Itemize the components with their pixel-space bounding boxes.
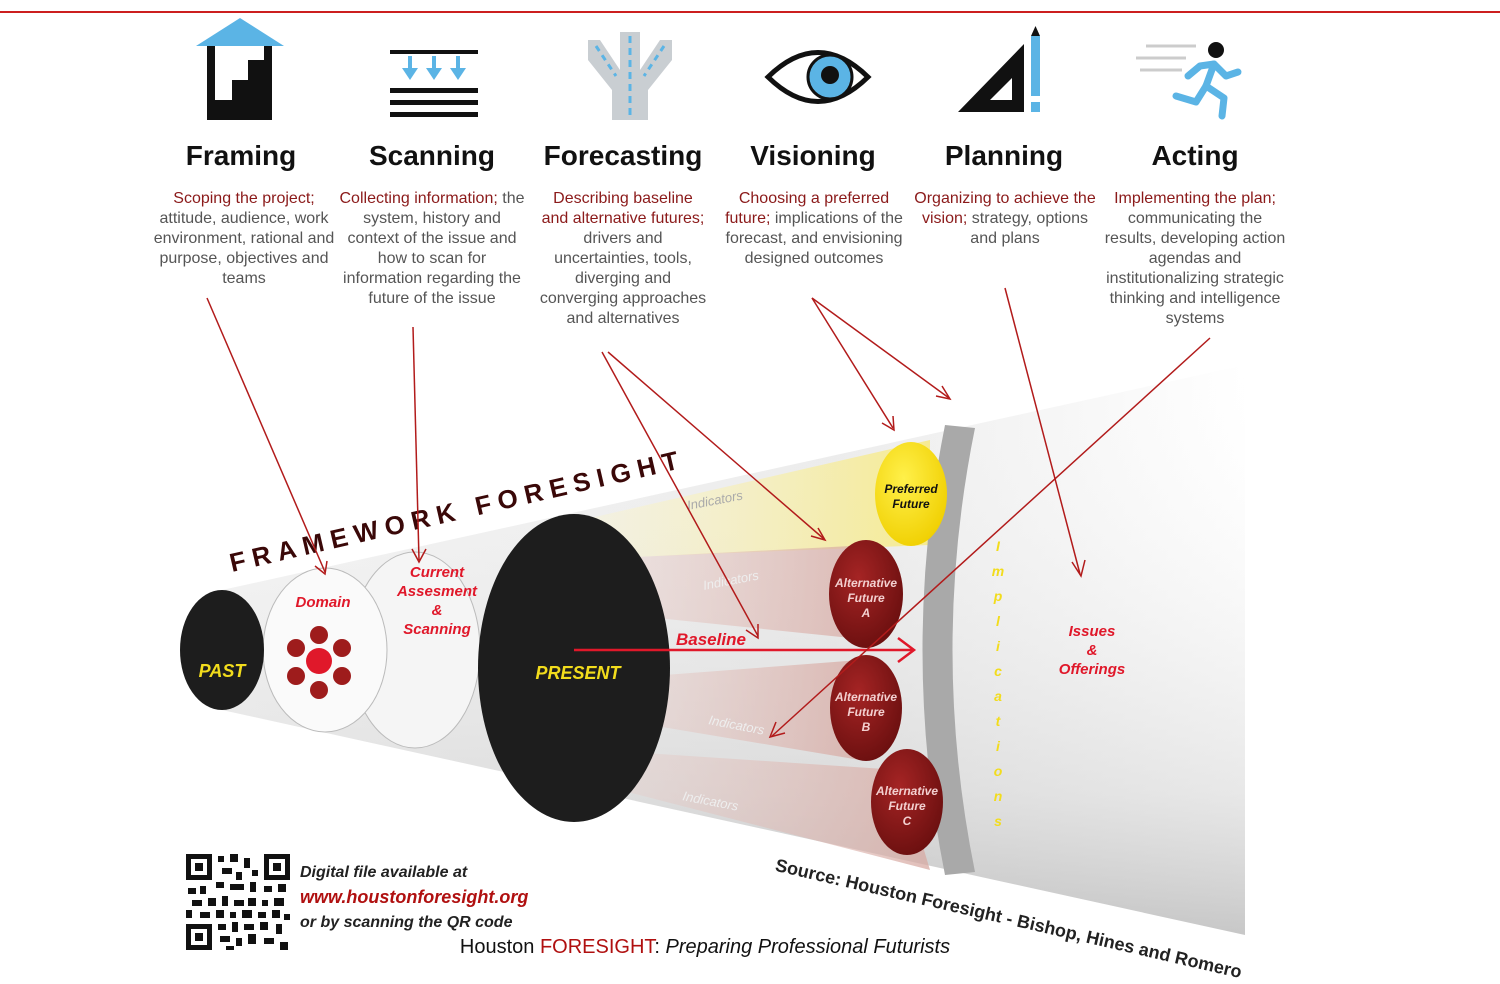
phase-title-acting: Acting [1151,140,1239,171]
phase-desc-acting: Implementing the plan; communicating the… [1100,189,1290,329]
branching-road-icon [588,32,672,120]
phase-desc-highlight: Collecting information; [339,190,498,207]
current-label-3: & [432,602,443,619]
present-label: PRESENT [535,663,622,683]
alt-b-label-1: Alternative [834,690,897,704]
alt-b-label-3: B [862,720,871,734]
phase-title-framing: Framing [185,140,297,171]
issues-label-1: Issues [1069,623,1116,640]
alt-b-label-2: Future [847,705,885,719]
top-rule [0,11,1500,13]
phase-desc-highlight: Describing baseline and alternative futu… [541,190,705,227]
phase-desc-rest: communicating the results, developing ac… [1104,210,1286,327]
phase-desc-highlight: Scoping the project; [173,190,315,207]
implications-ring [922,425,975,875]
phase-desc-highlight: Choosing a preferred future; [725,190,890,227]
footer-colon: : [654,936,660,958]
alt-c-label-3: C [903,814,912,828]
alt-future-b-oval [830,655,902,761]
footer-subtitle: Preparing Professional Futurists [659,936,951,958]
phase-desc-highlight: Organizing to achieve the vision; [914,190,1096,227]
alt-a-label-2: Future [847,591,885,605]
phase-desc-planning: Organizing to achieve the vision; strate… [914,189,1096,249]
past-disc [180,590,264,710]
qr-url-link[interactable]: www.houstonforesight.org [300,887,529,907]
preferred-band [560,440,930,560]
qr-line-3: or by scanning the QR code [300,914,513,931]
phase-desc-highlight: Implementing the plan; [1114,190,1276,207]
phase-desc-framing: Scoping the project; attitude, audience,… [146,189,342,289]
alt-future-c-oval [871,749,943,855]
phase-desc-rest: drivers and uncertainties, tools, diverg… [539,230,707,327]
phase-desc-rest: attitude, audience, work environment, ra… [153,210,335,287]
preferred-label-1: Preferred [884,482,938,496]
issues-label-2: & [1087,642,1098,659]
phase-desc-visioning: Choosing a preferred future; implication… [723,189,905,269]
phase-desc-scanning: Collecting information; the system, hist… [337,189,527,309]
eye-icon [764,50,872,104]
phase-desc-forecasting: Describing baseline and alternative futu… [538,189,708,329]
triangle-ruler-pencil-icon [958,26,1040,112]
current-label-2: Assesment [396,583,478,600]
phase-desc-rest: strategy, options and plans [970,210,1089,247]
preferred-future-oval [875,442,947,546]
phase-title-scanning: Scanning [368,140,495,171]
footer-pre: Houston [459,936,540,958]
present-disc [478,514,670,822]
phase-title-planning: Planning [944,140,1064,171]
running-person-icon [1136,42,1242,120]
connector-arrows [206,287,1211,739]
preferred-label-2: Future [892,497,930,511]
qr-line-1: Digital file available at [300,864,468,881]
domain-label: Domain [295,594,350,611]
alt-c-label-2: Future [888,799,926,813]
past-label: PAST [199,661,248,681]
phase-desc-rest: implications of the forecast, and envisi… [725,210,903,267]
alt-future-a-oval [829,540,903,648]
alt-a-label-3: A [861,606,871,620]
footer-title: Houston FORESIGHT: Preparing Professiona… [0,936,1410,959]
footer-brand: FORESIGHT [539,936,655,958]
band-c [600,750,930,870]
alt-a-label-1: Alternative [834,576,897,590]
alt-c-label-1: Alternative [875,784,938,798]
qr-caption: Digital file available at www.houstonfor… [300,860,528,935]
domain-dots [287,626,351,699]
phase-title-visioning: Visioning [750,140,876,171]
current-label-1: Current [410,564,465,581]
baseline-label: Baseline [676,630,746,649]
pergola-stairs-icon [196,18,284,120]
qr-code[interactable] [186,854,290,950]
arrows-down-lines-icon [390,50,478,117]
phase-title-forecasting: Forecasting [543,140,703,171]
phase-desc-rest: the system, history and context of the i… [343,190,525,307]
implications-label: Implications [990,538,1006,838]
issues-label-3: Offerings [1059,661,1125,678]
current-label-4: Scanning [403,621,471,638]
